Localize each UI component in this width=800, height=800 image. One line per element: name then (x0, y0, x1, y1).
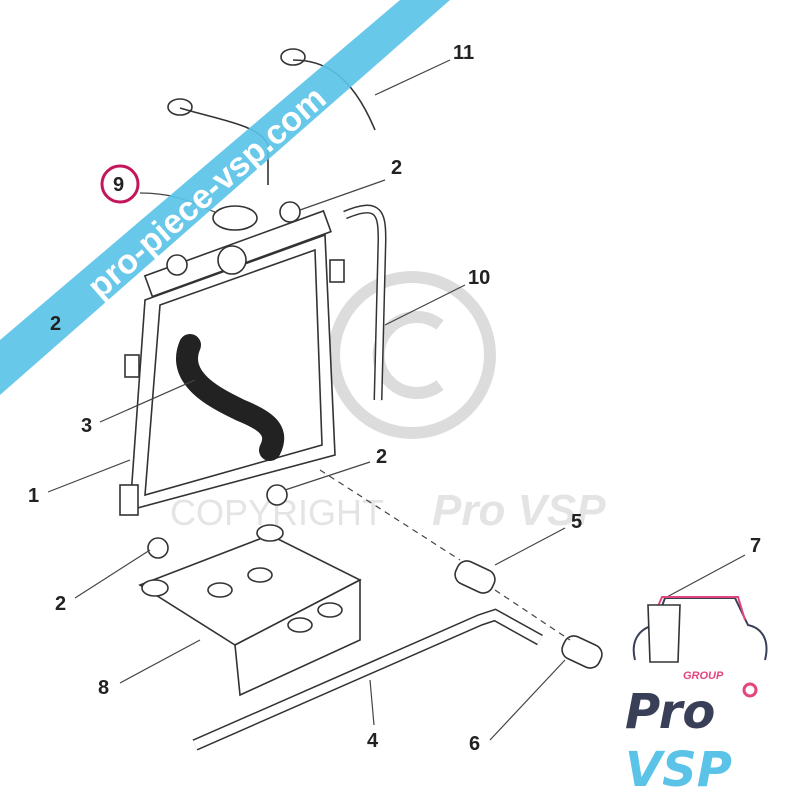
nut-icon (742, 682, 758, 698)
callout-2: 2 (391, 157, 402, 179)
provsp-logo: GROUP Pro VSP (625, 596, 768, 798)
radiator-cap (212, 205, 258, 275)
callout-labels: 11 2 9 10 2 3 2 1 5 7 2 8 6 4 (28, 42, 761, 755)
highlight-ring (100, 164, 140, 204)
sleeve (454, 560, 496, 594)
radiator-bracket (138, 524, 362, 697)
callout-10: 10 (468, 267, 490, 289)
logo-pro: Pro (625, 684, 715, 740)
logo-vsp: VSP (625, 742, 732, 798)
callout-1: 1 (28, 485, 39, 507)
callout-5: 5 (571, 511, 582, 533)
callout-2: 2 (50, 313, 61, 335)
connector (561, 635, 603, 669)
callout-2: 2 (55, 593, 66, 615)
watermark-brand: Pro VSP (432, 486, 606, 535)
callout-4: 4 (367, 730, 379, 752)
callout-3: 3 (81, 415, 92, 437)
upper-hose (176, 334, 285, 461)
callout-6: 6 (469, 733, 480, 755)
callout-11: 11 (453, 42, 474, 64)
rubber-mount-nuts (147, 201, 301, 559)
logo-group: GROUP (683, 670, 724, 682)
copyright-c-icon (372, 311, 444, 399)
support-rods (167, 48, 376, 185)
callout-9: 9 (113, 174, 124, 196)
callout-8: 8 (98, 677, 109, 699)
callout-2: 2 (376, 446, 387, 468)
copyright-symbol-icon (328, 271, 496, 439)
callout-7: 7 (750, 535, 761, 557)
